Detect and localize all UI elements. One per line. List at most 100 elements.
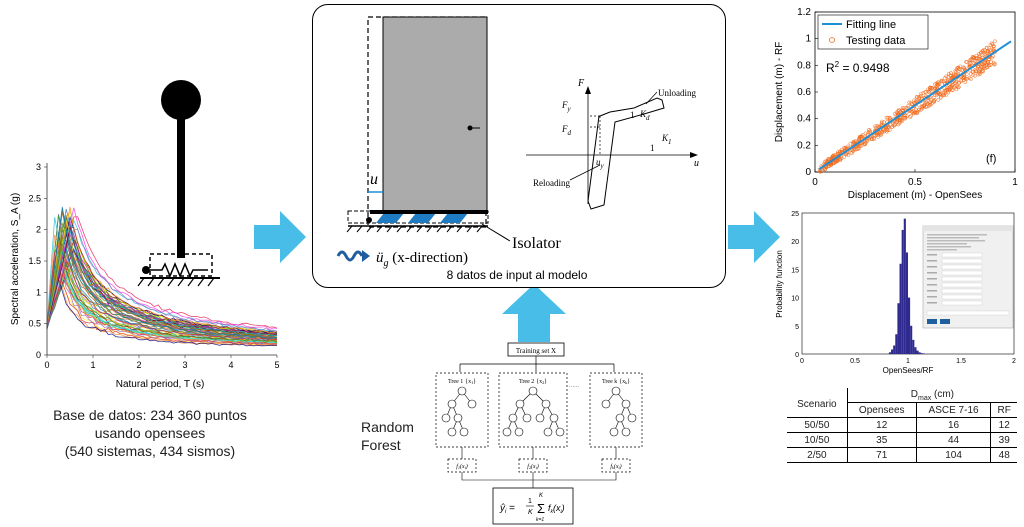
scatter-y-tick-label: 1.2 — [797, 7, 811, 18]
scatter-point — [937, 91, 941, 96]
cell-asce: 16 — [915, 417, 992, 433]
tree-1-nodes — [441, 386, 477, 437]
spectrum-curve — [46, 236, 278, 340]
r2-annotation: R2 = 0.9498 — [826, 60, 890, 75]
tree-k-output: fk(xi) — [610, 463, 621, 470]
scatter-point — [950, 88, 954, 93]
scatter-point — [848, 141, 853, 146]
hyst-f-axis: F — [577, 78, 585, 89]
scatter-point — [955, 84, 959, 89]
spectra-y-tick-label: 0.5 — [28, 319, 41, 329]
scatter-point — [850, 151, 855, 155]
scatter-point — [910, 109, 914, 114]
scatter-point — [857, 136, 862, 141]
scatter-y-tick-label: 0.8 — [797, 60, 811, 71]
scatter-point — [983, 60, 988, 65]
histogram-y-tick-label: 15 — [791, 267, 799, 274]
tree-2-output: f2(xi) — [527, 463, 538, 470]
spectrum-curve — [46, 254, 278, 344]
spectra-y-tick-label: 2.5 — [28, 193, 41, 203]
table-row: 10/50 35 44 39 — [787, 432, 1017, 448]
pendulum-model — [137, 80, 220, 287]
scatter-point — [981, 65, 986, 70]
histogram-x-tick-label: 1 — [906, 358, 910, 365]
spectra-x-tick-label: 0 — [44, 360, 49, 370]
superstructure-block — [382, 16, 488, 214]
wave-icon — [336, 250, 364, 262]
scatter-point — [862, 142, 867, 147]
scatter-y-tick-label: 0.6 — [797, 87, 811, 98]
scatter-point — [829, 156, 834, 161]
scatter-point — [822, 167, 827, 171]
histogram-bar — [922, 353, 925, 354]
scatter-point — [959, 78, 963, 83]
arrow-right-icon — [254, 211, 306, 263]
histogram-x-label: OpenSees/RF — [883, 366, 934, 375]
scatter-point — [872, 136, 876, 140]
scatter-point — [884, 129, 889, 134]
histogram-bar — [916, 350, 919, 354]
scatter-point — [939, 78, 944, 83]
spectra-x-tick-label: 2 — [136, 360, 141, 370]
spectra-x-tick-label: 5 — [274, 360, 279, 370]
scatter-point — [988, 63, 993, 67]
ground-motion-label: üg (x-direction) — [376, 250, 468, 269]
scatter-point — [955, 66, 959, 71]
scatter-point — [978, 66, 982, 71]
arrow-up-icon — [502, 284, 566, 342]
scatter-point — [927, 90, 932, 95]
table-row: 50/50 12 16 12 — [787, 417, 1017, 433]
scatter-point — [926, 89, 931, 94]
spectra-x-tick-label: 1 — [90, 360, 95, 370]
scatter-point — [867, 128, 872, 132]
histogram-x-tick-label: 0 — [800, 358, 804, 365]
scatter-point — [992, 62, 997, 67]
legend-data-swatch — [829, 37, 835, 43]
spectra-x-label: Natural period, T (s) — [116, 379, 205, 390]
histogram-y-tick-label: 20 — [791, 239, 799, 246]
cell-opensees: 12 — [846, 417, 917, 433]
spring-icon — [150, 262, 208, 278]
rf-label-line-1: Random — [361, 419, 414, 435]
tree-k-nodes — [601, 386, 637, 437]
scatter-point — [970, 55, 975, 60]
spectra-y-tick-label: 0 — [36, 350, 41, 360]
spectrum-curve — [46, 206, 278, 334]
panel-label: (f) — [986, 153, 996, 165]
scatter-point — [921, 91, 926, 95]
flow-arrow-1 — [254, 211, 306, 263]
scatter-point — [968, 59, 973, 64]
scatter-point — [969, 72, 973, 76]
scatter-point — [908, 115, 913, 119]
scatter-point — [949, 71, 953, 76]
svg-text:K: K — [528, 509, 533, 516]
scatter-point — [867, 137, 872, 142]
pin-icon — [142, 266, 150, 274]
svg-text:fk(xi): fk(xi) — [548, 503, 565, 515]
scatter-point — [863, 142, 867, 146]
aggregation-formula: ŷi = 1 K Σ K k=1 fk(xi) — [499, 493, 565, 523]
scatter-point — [990, 42, 995, 47]
scatter-point — [934, 85, 939, 89]
histogram-y-label: Probability function — [775, 250, 784, 318]
svg-text:Σ: Σ — [537, 501, 545, 516]
spectra-x-tick-label: 4 — [228, 360, 233, 370]
scatter-point — [925, 104, 930, 109]
histogram-bar — [893, 345, 896, 354]
scatter-point — [857, 137, 861, 141]
scatter-point — [852, 140, 856, 145]
histogram-x-tick-label: 2 — [1012, 358, 1016, 365]
scatter-point — [938, 95, 943, 100]
scatter-point — [865, 139, 869, 144]
scatter-point — [953, 81, 958, 85]
random-forest-diagram: Training set X ...... Tree 1{x1} Tree 2{… — [435, 342, 643, 525]
scatter-point — [987, 46, 992, 51]
spectra-y-tick-label: 1.5 — [28, 256, 41, 266]
model-ground-hatch-icon — [346, 225, 483, 233]
cell-rf: 12 — [990, 417, 1017, 433]
scatter-point — [923, 100, 928, 104]
scatter-point — [899, 118, 904, 122]
scatter-point — [944, 74, 949, 79]
histogram-y-tick-label: 25 — [791, 211, 799, 218]
scatter-point — [838, 158, 843, 162]
